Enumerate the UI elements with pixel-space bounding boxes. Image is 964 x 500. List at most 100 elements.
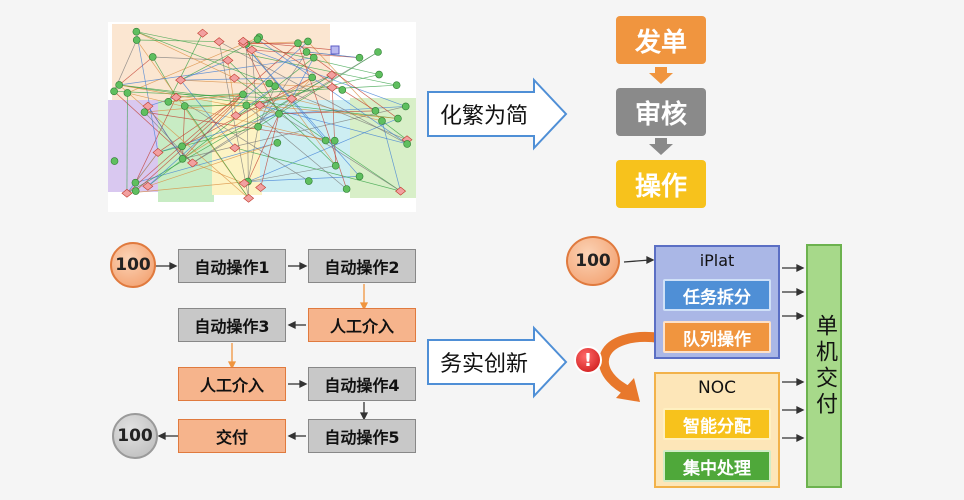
graph-node (110, 87, 118, 96)
auto-op-2: 自动操作2 (308, 249, 416, 283)
graph-edge (278, 110, 376, 115)
graph-edge (136, 31, 159, 153)
graph-node (121, 188, 133, 198)
queue-op-button: 队列操作 (663, 321, 771, 353)
graph-node (148, 53, 157, 61)
iplat-panel: iPlat 任务拆分 队列操作 (654, 245, 780, 359)
innovate-arrow (427, 325, 568, 399)
graph-node (255, 183, 267, 192)
graph-nodes (110, 27, 413, 203)
graph-node (131, 187, 140, 195)
graph-edge (278, 113, 401, 192)
iplat-title: iPlat (699, 250, 735, 270)
graph-node (326, 70, 338, 80)
graph-edge (245, 43, 249, 199)
graph-node (242, 101, 251, 110)
redirect-curve-arrow (598, 331, 661, 397)
graph-node (355, 53, 364, 62)
graph-edge (251, 49, 406, 107)
graph-edge (118, 56, 153, 86)
graph-node (222, 55, 234, 65)
graph-edge (157, 113, 280, 153)
graph-node (253, 35, 262, 44)
graph-edge (218, 41, 249, 199)
start-count-circle: 100 (110, 242, 156, 288)
graph-edge (147, 96, 177, 107)
graph-node (286, 94, 298, 104)
graph-edge (234, 147, 401, 192)
graph-node (304, 37, 312, 46)
graph-edge (119, 84, 260, 106)
graph-edge (114, 90, 292, 100)
noc-panel: NOC 智能分配 集中处理 (654, 372, 780, 488)
graph-edge (244, 118, 399, 184)
graph-edge (135, 94, 244, 192)
smart-assign-button: 智能分配 (663, 408, 771, 440)
graph-edge (144, 111, 335, 142)
graph-edge (119, 84, 280, 115)
flow-step-operate: 操作 (616, 160, 706, 208)
graph-node (246, 45, 258, 55)
graph-edge (175, 96, 309, 182)
graph-node (355, 172, 364, 181)
graph-node (371, 107, 380, 115)
graph-node (330, 136, 339, 145)
graph-edge (168, 33, 203, 102)
graph-node (170, 92, 182, 102)
graph-node (123, 89, 132, 97)
graph-node (237, 36, 249, 46)
graph-edge (152, 56, 228, 61)
graph-edge (234, 77, 401, 192)
graph-node (243, 193, 255, 203)
graph-node (180, 102, 189, 110)
noc-title: NOC (698, 378, 736, 398)
flow-step-review: 审核 (616, 88, 706, 136)
flow-arrow-1 (649, 67, 673, 84)
graph-node (326, 83, 338, 92)
graph-node (378, 117, 386, 125)
graph-node (197, 28, 209, 38)
graph-edge (127, 36, 260, 94)
graph-edge (119, 84, 398, 119)
graph-node (342, 185, 351, 193)
graph-edge (247, 176, 360, 182)
graph-node (164, 97, 173, 106)
graph-node (110, 157, 119, 165)
graph-edge (144, 111, 193, 164)
graph-edge (118, 84, 249, 199)
graph-node (213, 37, 225, 46)
graph-edge (135, 152, 159, 183)
graph-edge (147, 41, 309, 187)
graph-edge (235, 85, 276, 116)
graph-node (178, 142, 186, 151)
auto-op-5: 自动操作5 (308, 419, 416, 453)
graph-edge (259, 36, 376, 112)
flow-step-issue: 发单 (616, 16, 706, 64)
graph-edge (126, 42, 299, 194)
graph-node (308, 73, 317, 82)
graph-node (254, 122, 262, 131)
graph-edge (176, 84, 397, 98)
graph-node (321, 136, 330, 145)
single-machine-delivery: 单机交付 (806, 244, 842, 488)
end-count-circle: 100 (112, 413, 158, 459)
graph-node (254, 100, 266, 110)
graph-edge (184, 105, 249, 199)
graph-node (375, 70, 383, 79)
graph-node (338, 86, 347, 94)
graph-edge (136, 31, 235, 79)
graph-node (331, 161, 340, 170)
graph-node (394, 114, 402, 123)
graph-edge (168, 94, 244, 103)
graph-node (330, 45, 340, 55)
graph-edge (306, 51, 399, 119)
bottom-flow-connectors (155, 261, 369, 441)
graph-edge (278, 106, 406, 115)
graph-edge (227, 60, 237, 116)
graph-node (228, 73, 240, 83)
graph-edge (182, 105, 186, 159)
graph-node (275, 109, 283, 118)
graph-node (401, 102, 410, 111)
graph-edge (257, 51, 307, 127)
graph-edge (243, 43, 360, 177)
